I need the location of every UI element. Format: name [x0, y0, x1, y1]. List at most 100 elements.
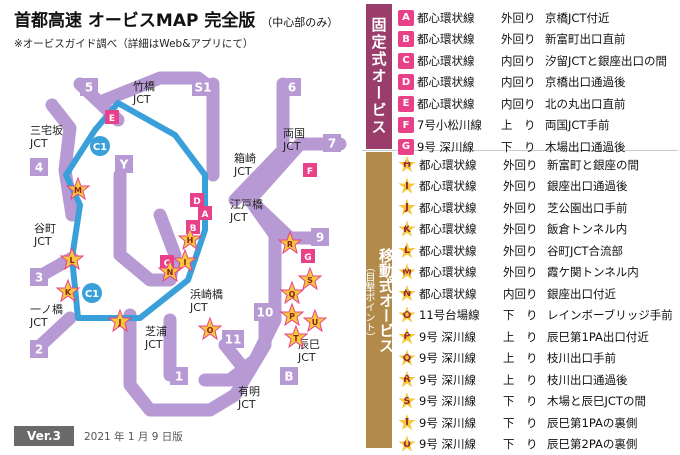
marker-letter: P — [289, 312, 295, 321]
mobile-marker-icon: R — [398, 371, 416, 389]
junction-jct-suffix: JCT — [229, 211, 248, 224]
fixed-marker-icon: G — [398, 139, 414, 155]
route-11-line — [225, 345, 245, 370]
location: 谷町JCT合流部 — [547, 243, 678, 259]
route-number: C1 — [85, 289, 99, 300]
junction-jct-suffix: JCT — [132, 93, 151, 106]
location: 両国JCT手前 — [545, 117, 678, 133]
location: 枝川出口通過後 — [547, 372, 678, 388]
mobile-orbis-band: 移動式オービス （目撃ポイント） — [366, 152, 392, 448]
location: 京橋JCT付近 — [545, 10, 678, 26]
location: 枝川出口手前 — [547, 350, 678, 366]
route-name: 9号 深川線 — [419, 393, 503, 409]
route-number: B — [284, 370, 293, 384]
marker-letter: H — [187, 236, 194, 245]
mobile-marker-icon: S — [398, 392, 416, 410]
route-4-line — [52, 105, 72, 215]
route-number: 11 — [225, 333, 242, 347]
direction: 下 り — [503, 415, 547, 431]
mobile-marker-icon: Q — [398, 349, 416, 367]
marker-letter: I — [184, 258, 187, 267]
junction-jct-suffix: JCT — [297, 351, 316, 364]
route-number: 10 — [257, 306, 274, 320]
route-name: 都心環状線 — [419, 200, 503, 216]
route-name: 9号 深川線 — [419, 436, 503, 452]
route-name: 都心環状線 — [419, 286, 503, 302]
junction-jct-suffix: JCT — [233, 165, 252, 178]
junction-jct-suffix: JCT — [282, 140, 301, 153]
direction: 下 り — [503, 393, 547, 409]
fixed-marker-icon: D — [398, 74, 414, 90]
fixed-marker-icon: C — [398, 53, 414, 69]
mobile-marker-icon: N — [398, 285, 416, 303]
route-name: 9号 深川線 — [417, 139, 501, 155]
direction: 内回り — [501, 53, 545, 69]
marker-letter: T — [293, 334, 299, 343]
marker-letter: O — [207, 326, 214, 335]
location: 北の丸出口直前 — [545, 96, 678, 112]
direction: 下 り — [501, 139, 545, 155]
route-name: 9号 深川線 — [419, 415, 503, 431]
location: 京橋出口通過後 — [545, 74, 678, 90]
route-name: 都心環状線 — [419, 221, 503, 237]
mobile-marker-icon: K — [398, 220, 416, 238]
route-name: 都心環状線 — [417, 74, 501, 90]
direction: 内回り — [503, 286, 547, 302]
direction: 内回り — [501, 96, 545, 112]
route-name: 7号小松川線 — [417, 117, 501, 133]
mobile-marker-icon: U — [398, 435, 416, 453]
direction: 上 り — [503, 350, 547, 366]
direction: 上 り — [503, 372, 547, 388]
fixed-marker-icon: A — [398, 10, 414, 26]
route-number: 7 — [328, 137, 336, 151]
location: レインボーブリッジ手前 — [547, 307, 678, 323]
direction: 外回り — [501, 31, 545, 47]
location: 銀座出口付近 — [547, 286, 678, 302]
mobile-marker-icon: O — [398, 306, 416, 324]
junction-jct-suffix: JCT — [144, 338, 163, 351]
direction: 外回り — [503, 221, 547, 237]
direction: 外回り — [503, 178, 547, 194]
location: 新富町と銀座の間 — [547, 157, 678, 173]
edition-date: 2021 年 1 月 9 日版 — [84, 429, 183, 444]
marker-letter: S — [307, 276, 313, 285]
marker-letter: K — [65, 288, 72, 297]
location: 新富町出口直前 — [545, 31, 678, 47]
direction: 下 り — [503, 436, 547, 452]
location: 辰巳第1PAの裏側 — [547, 415, 678, 431]
marker-letter: U — [312, 318, 319, 327]
route-name: 都心環状線 — [419, 178, 503, 194]
junction-jct-suffix: JCT — [33, 235, 52, 248]
direction: 外回り — [503, 200, 547, 216]
mobile-band-label: 移動式オービス — [376, 248, 397, 353]
junction-jct-suffix: JCT — [29, 316, 48, 329]
fixed-marker-icon: B — [398, 31, 414, 47]
mobile-marker-icon: L — [398, 242, 416, 260]
